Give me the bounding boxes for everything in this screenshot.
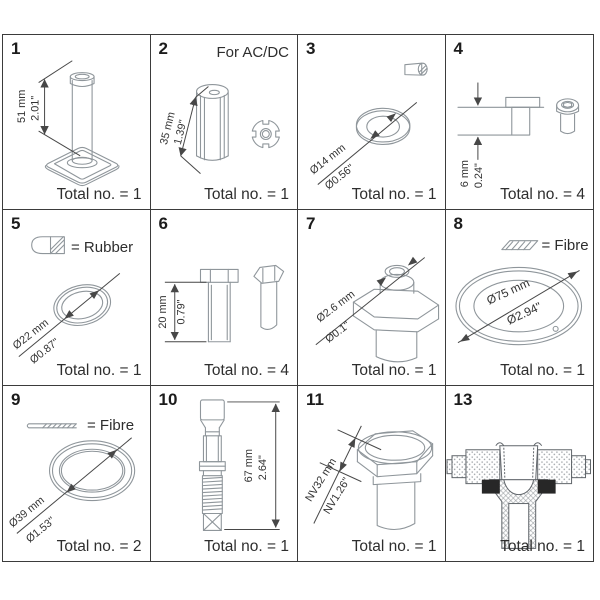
part-cell-11: 11 NV32 mm NV1.26" bbox=[298, 385, 446, 561]
oring-drawing bbox=[53, 284, 112, 327]
part-number: 9 bbox=[11, 389, 21, 409]
ac-dc-note: For AC/DC bbox=[216, 44, 289, 61]
part-cell-3: 3 Ø14 mm Ø0.56" Total no. = 1 bbox=[298, 35, 446, 211]
ring-drawing bbox=[48, 439, 136, 501]
part-number: 2 bbox=[158, 39, 168, 58]
pin-on-base-drawing: 51 mm 2.01" bbox=[16, 60, 120, 187]
gasket-drawing bbox=[454, 267, 582, 346]
part-number: 10 bbox=[158, 389, 178, 409]
part-number: 13 bbox=[453, 389, 473, 409]
part-number: 3 bbox=[306, 39, 316, 58]
bolt-3d-view bbox=[252, 265, 284, 331]
svg-text:51 mm: 51 mm bbox=[16, 90, 28, 123]
dimension-67mm: 67 mm 2.64" bbox=[223, 401, 280, 530]
part-number: 4 bbox=[453, 39, 463, 58]
fibre-legend-label: = Fibre bbox=[541, 237, 589, 255]
fluted-cylinder-drawing bbox=[195, 83, 229, 161]
part-cell-4: 4 6 mm 0.24" Total no. = 4 bbox=[445, 35, 593, 211]
rubber-plug-icon bbox=[404, 62, 428, 76]
socket-screw-3d bbox=[555, 98, 579, 135]
screw-side-view bbox=[456, 96, 544, 136]
total-count: Total no. = 1 bbox=[351, 537, 437, 555]
clover-washer-drawing bbox=[251, 119, 280, 149]
svg-text:20 mm: 20 mm bbox=[156, 296, 168, 329]
part-cell-9: 9 = Fibre Ø39 mm Ø1.53" Total no. = 2 bbox=[3, 385, 151, 561]
total-count: Total no. = 2 bbox=[56, 537, 142, 555]
total-count: Total no. = 1 bbox=[351, 186, 437, 204]
total-count: Total no. = 1 bbox=[500, 361, 585, 379]
part-number: 11 bbox=[306, 389, 324, 409]
dimension-14mm: Ø14 mm Ø0.56" bbox=[308, 101, 418, 192]
part-cell-5: 5 = Rubber Ø22 mm Ø0.87" Total no. = 1 bbox=[3, 210, 151, 386]
total-count: Total no. = 1 bbox=[56, 361, 142, 379]
svg-text:6 mm: 6 mm bbox=[458, 160, 470, 187]
orifice-drawing: Ø2.6 mm Ø0.1" bbox=[314, 257, 440, 363]
dimension-20mm: 20 mm 0.79" bbox=[156, 282, 206, 343]
total-count: Total no. = 4 bbox=[500, 186, 585, 204]
valve-body-seals bbox=[481, 479, 556, 494]
fibre-disc-icon bbox=[500, 240, 538, 251]
svg-text:0.79": 0.79" bbox=[175, 300, 187, 325]
valve-body-socket bbox=[494, 441, 542, 480]
svg-text:2.64": 2.64" bbox=[256, 455, 268, 480]
spindle-drawing: 67 mm 2.64" bbox=[198, 399, 280, 531]
total-count: Total no. = 1 bbox=[500, 537, 585, 555]
part-cell-8: 8 = Fibre Ø75 mm Ø2.94" Total no. = 1 bbox=[445, 210, 593, 386]
total-count: Total no. = 1 bbox=[204, 537, 289, 555]
svg-text:67 mm: 67 mm bbox=[242, 449, 254, 482]
rubber-plug-icon bbox=[31, 236, 65, 255]
dimension-35mm: 35 mm 1.39" bbox=[158, 86, 209, 175]
total-count: Total no. = 1 bbox=[351, 361, 437, 379]
oring-22-drawing: Ø22 mm Ø0.87" bbox=[11, 236, 121, 367]
svg-text:2.01": 2.01" bbox=[30, 96, 42, 121]
screw-6mm-drawing: 6 mm 0.24" bbox=[456, 82, 579, 188]
bolt-side-view bbox=[199, 269, 239, 343]
part-cell-1: 1 51 mm 2.01" Total no. = bbox=[3, 35, 151, 211]
svg-text:1.39": 1.39" bbox=[171, 119, 189, 146]
valve-body-section-drawing bbox=[445, 441, 591, 549]
hex-cap-drawing: NV32 mm NV1.26" bbox=[303, 425, 434, 530]
armature-drawing: 35 mm 1.39" bbox=[158, 83, 280, 175]
part-cell-7: 7 Ø2.6 mm Ø0.1" Total no. bbox=[298, 210, 446, 386]
dimension-6mm: 6 mm 0.24" bbox=[458, 82, 484, 188]
hex-boss-drawing bbox=[352, 265, 440, 363]
valve-body-flanges bbox=[445, 448, 591, 484]
rubber-legend-label: = Rubber bbox=[71, 239, 134, 257]
parts-grid: 1 51 mm 2.01" Total no. = bbox=[2, 34, 594, 562]
dimension-75mm: Ø75 mm Ø2.94" bbox=[457, 270, 580, 344]
fibre-strip-icon bbox=[26, 422, 77, 429]
dimension-51mm: 51 mm 2.01" bbox=[16, 60, 81, 157]
svg-text:Ø1.53": Ø1.53" bbox=[24, 514, 58, 545]
part-cell-2: 2 For AC/DC 3 bbox=[150, 35, 298, 211]
part-number: 1 bbox=[11, 39, 21, 58]
total-count: Total no. = 1 bbox=[56, 186, 142, 204]
total-count: Total no. = 4 bbox=[204, 361, 289, 379]
part-cell-13: 13 bbox=[445, 386, 594, 561]
part-number: 7 bbox=[306, 214, 316, 234]
part-cell-6: 6 20 mm 0 bbox=[150, 210, 298, 386]
svg-text:0.24": 0.24" bbox=[472, 163, 484, 188]
svg-text:Ø2.6 mm: Ø2.6 mm bbox=[314, 289, 357, 326]
part-number: 5 bbox=[11, 214, 21, 234]
dimension-nv32: NV32 mm NV1.26" bbox=[303, 425, 382, 524]
washer-drawing bbox=[355, 107, 411, 145]
gasket-39-drawing: Ø39 mm Ø1.53" bbox=[7, 422, 136, 545]
bolt-20mm-drawing: 20 mm 0.79" bbox=[156, 265, 284, 343]
part-number: 6 bbox=[158, 214, 168, 234]
dimension-39mm: Ø39 mm Ø1.53" bbox=[7, 437, 132, 545]
spindle-body-drawing bbox=[198, 399, 226, 531]
hex-cap-body-drawing bbox=[356, 429, 434, 530]
svg-text:Ø0.1": Ø0.1" bbox=[323, 320, 352, 346]
pin-drawing bbox=[44, 72, 120, 187]
washer-14-drawing: Ø14 mm Ø0.56" bbox=[308, 62, 428, 192]
total-count: Total no. = 1 bbox=[204, 186, 289, 204]
part-number: 8 bbox=[453, 214, 463, 234]
fibre-legend-label: = Fibre bbox=[87, 416, 135, 434]
valve-body-funnel bbox=[488, 478, 548, 549]
part-cell-10: 10 bbox=[151, 385, 298, 561]
gasket-75-drawing: Ø75 mm Ø2.94" bbox=[454, 240, 582, 346]
